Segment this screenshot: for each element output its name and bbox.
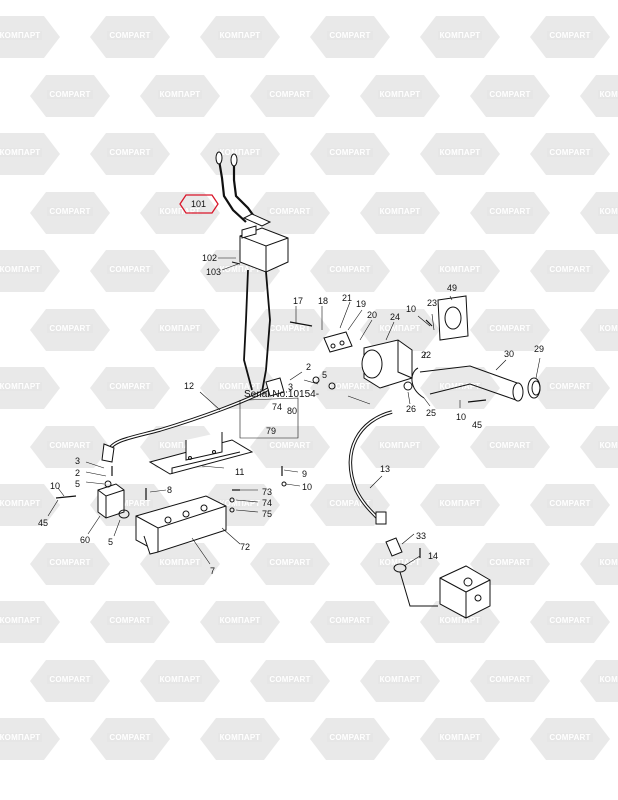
flange-plate — [437, 295, 469, 341]
callout-label: 74 — [262, 498, 273, 508]
control-hoses — [243, 269, 271, 393]
main-control-valve — [135, 495, 227, 555]
callout-label: 5 — [75, 479, 81, 489]
callout-label: 45 — [472, 420, 483, 430]
callout-label: 45 — [38, 518, 49, 528]
serial-number-note: Serial No:10154- — [244, 389, 320, 400]
callout-label: 7 — [210, 566, 216, 576]
callout-label: 19 — [356, 299, 367, 309]
callout-label: 3 — [288, 382, 294, 392]
callout-label: 72 — [240, 542, 251, 552]
callout-label: 101 — [191, 199, 207, 209]
mounting-bracket — [148, 432, 254, 475]
callout-label: 20 — [367, 310, 378, 320]
callout-label: 26 — [406, 404, 417, 414]
callout-label: 60 — [80, 535, 91, 545]
callout-label: 10 — [456, 412, 467, 422]
callout-label: 10 — [406, 304, 417, 314]
callout-label: 2 — [75, 468, 81, 478]
valve-block-right — [399, 565, 491, 619]
callout-label: 9 — [302, 469, 308, 479]
highlight-marker — [179, 194, 219, 214]
hose-13 — [348, 410, 407, 573]
callout-label: 30 — [504, 349, 515, 359]
callout-label: 3 — [75, 456, 81, 466]
callout-label: 10 — [50, 481, 61, 491]
callout-label: 75 — [262, 509, 273, 519]
callout-label: 2 — [306, 362, 312, 372]
control-box — [231, 225, 289, 273]
callout-label: 33 — [416, 531, 427, 541]
callout-label: 18 — [318, 296, 329, 306]
callout-label: 13 — [380, 464, 391, 474]
callout-label: 80 — [287, 406, 298, 416]
callout-label: 49 — [447, 283, 458, 293]
callout-label: 29 — [534, 344, 545, 354]
callout-label: 102 — [202, 253, 218, 263]
valve-60 — [97, 483, 130, 519]
callout-label: 11 — [235, 467, 245, 477]
fasteners — [55, 319, 487, 558]
callout-label: 79 — [266, 426, 277, 436]
callout-label: 8 — [167, 485, 173, 495]
leader-lines — [47, 257, 541, 567]
pump-assembly — [323, 331, 413, 389]
callout-label: 24 — [390, 312, 401, 322]
hose-12 — [101, 377, 285, 463]
callout-label: 103 — [206, 267, 222, 277]
callout-label: 73 — [262, 487, 273, 497]
callout-label: 10 — [302, 482, 313, 492]
callout-label: 25 — [426, 408, 437, 418]
callout-label: 17 — [293, 296, 304, 306]
callout-label: 23 — [427, 298, 438, 308]
suction-pipe — [411, 365, 541, 402]
callout-label: 5 — [322, 370, 328, 380]
callout-label: 14 — [428, 551, 439, 561]
callout-label: 74 — [272, 402, 283, 412]
callout-label: 12 — [184, 381, 195, 391]
callout-label: 21 — [342, 293, 353, 303]
callout-label: 22 — [421, 350, 432, 360]
joystick-levers — [215, 151, 272, 227]
callout-label: 5 — [108, 537, 114, 547]
